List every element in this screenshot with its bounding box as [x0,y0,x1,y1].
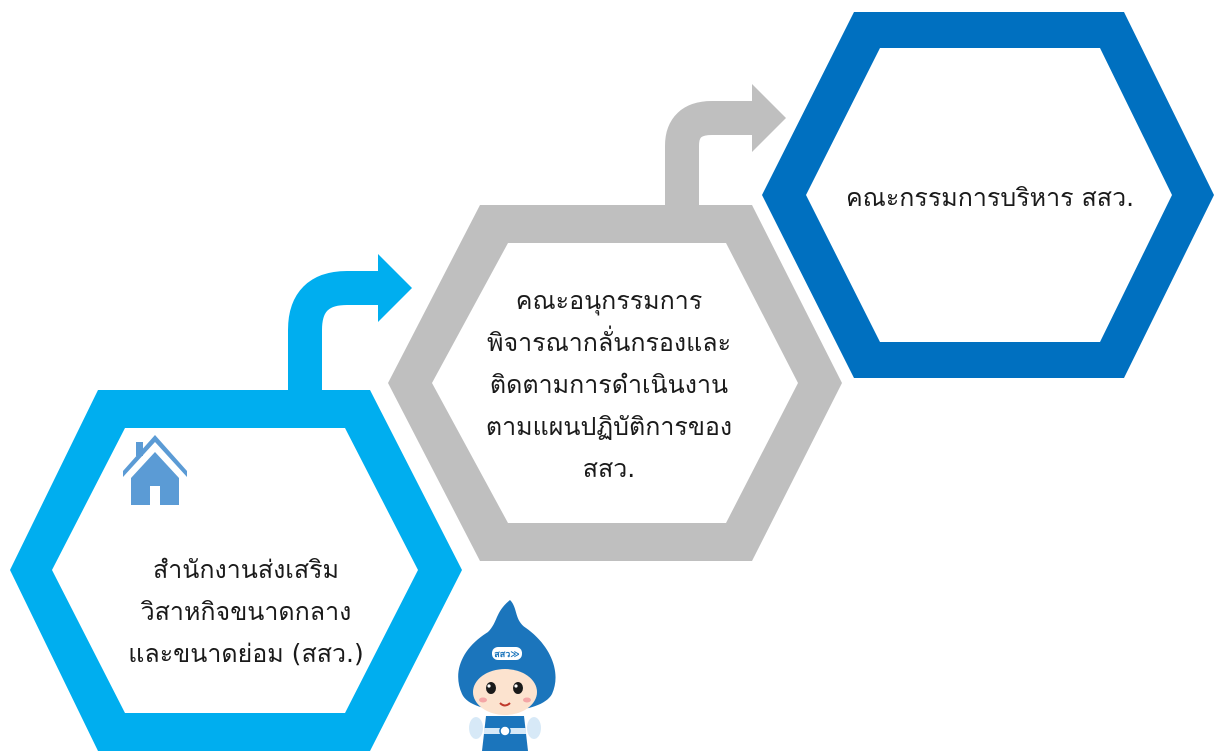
node-label-line: พิจารณากลั่นกรองและ [486,328,732,357]
node-label-line: ติดตามการดำเนินงาน [489,370,729,399]
connector-osmep-to-subcommittee [288,254,412,395]
node-label-line: สำนักงานส่งเสริม [152,555,340,584]
node-label-line: ตามแผนปฏิบัติการของ [485,412,733,441]
connector-shaft [665,101,756,210]
arrow-head-icon [378,254,412,322]
node-label-osmep: สำนักงานส่งเสริม วิสาหกิจขนาดกลาง และขนา… [80,528,412,696]
node-label-line: วิสาหกิจขนาดกลาง [140,597,352,626]
mascot-badge-label: สสว≫ [494,650,519,660]
house-icon [123,435,187,505]
arrow-head-icon [752,84,786,152]
connector-subcommittee-to-board [665,84,786,210]
connector-shaft [288,271,382,395]
node-label-line: และขนาดย่อม (สสว.) [128,639,364,668]
node-label-line: คณะอนุกรรมการ [515,286,703,315]
node-label-board: คณะกรรมการบริหาร สสว. [800,170,1180,226]
node-label-line: คณะกรรมการบริหาร สสว. [845,183,1135,212]
node-label-subcommittee: คณะอนุกรรมการ พิจารณากลั่นกรองและ ติดตาม… [440,260,778,510]
mascot-figure: สสว≫ [458,600,556,751]
node-label-line: สสว. [582,454,636,483]
